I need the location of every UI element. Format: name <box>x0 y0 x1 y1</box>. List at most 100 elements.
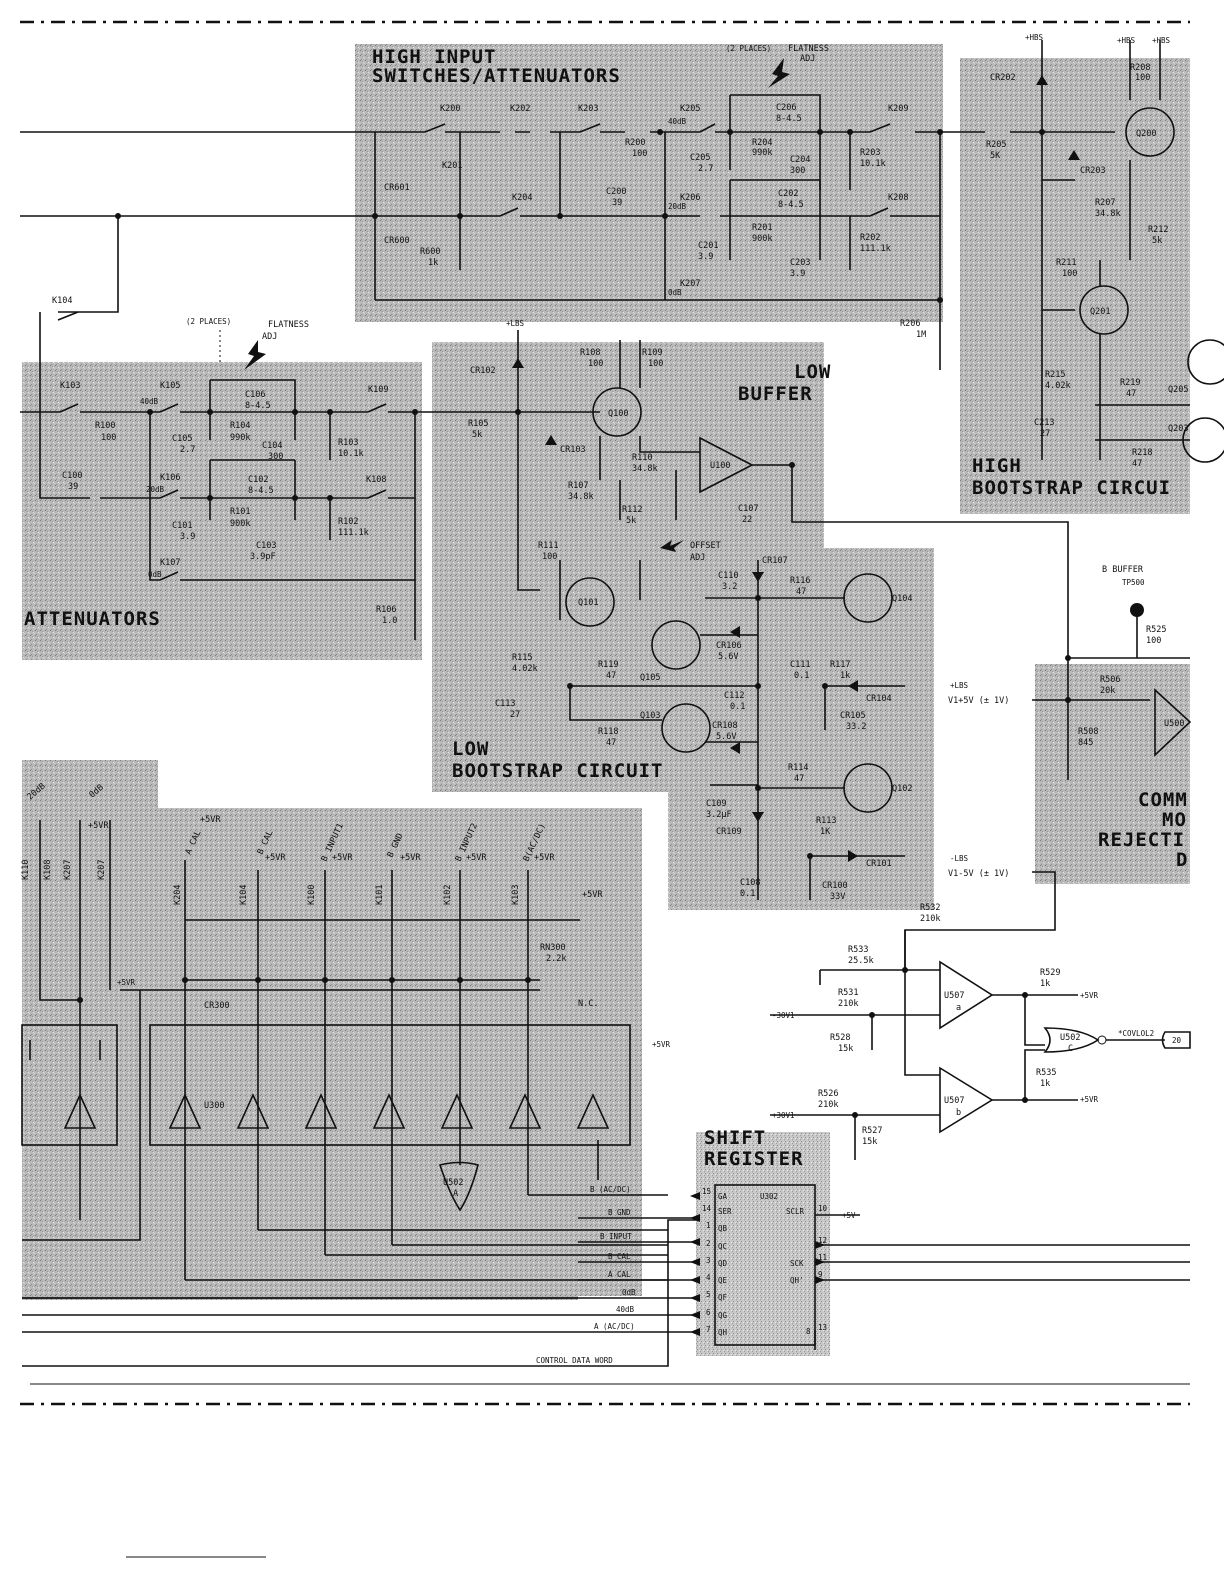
svg-text:U500: U500 <box>1164 719 1184 729</box>
svg-text:C102: C102 <box>248 475 268 485</box>
svg-text:900k: 900k <box>230 519 250 529</box>
svg-text:B CAL: B CAL <box>608 1252 631 1261</box>
svg-text:33V: 33V <box>830 892 845 902</box>
svg-text:K108: K108 <box>366 475 386 485</box>
supply-lbs-minus: -LBS <box>950 854 969 863</box>
note-flatness-low-places: (2 PLACES) <box>186 317 231 326</box>
note-flatness-top-adj: ADJ <box>800 54 815 64</box>
svg-text:3.2µF: 3.2µF <box>706 810 732 820</box>
svg-text:C113: C113 <box>495 699 515 709</box>
svg-text:1K: 1K <box>820 827 831 837</box>
svg-text:40dB: 40dB <box>140 397 159 406</box>
svg-text:R114: R114 <box>788 763 808 773</box>
flatness-low-arrow-icon <box>244 340 266 370</box>
svg-text:QH: QH <box>718 1328 728 1337</box>
svg-text:+5VR: +5VR <box>88 821 109 831</box>
svg-text:CR102: CR102 <box>470 366 496 376</box>
svg-text:R119: R119 <box>598 660 618 670</box>
svg-text:R525: R525 <box>1146 625 1166 635</box>
svg-text:QD: QD <box>718 1259 728 1268</box>
block-title-attenuators: ATTENUATORS <box>24 608 161 630</box>
svg-text:Q200: Q200 <box>1136 129 1156 139</box>
svg-text:900k: 900k <box>752 234 772 244</box>
svg-text:5K: 5K <box>990 151 1001 161</box>
svg-text:Q203: Q203 <box>1168 424 1188 434</box>
svg-text:R111: R111 <box>538 541 558 551</box>
svg-text:R533: R533 <box>848 945 868 955</box>
svg-text:B INPUT: B INPUT <box>600 1232 632 1241</box>
high-bootstrap-wiring <box>1036 40 1224 463</box>
svg-text:K202: K202 <box>510 104 530 114</box>
svg-text:Q100: Q100 <box>608 409 628 419</box>
supply-hbs-3: +HBS <box>1152 36 1171 45</box>
supply-hbs: +HBS <box>1025 33 1044 42</box>
comparator-wiring <box>770 930 1191 1160</box>
block-title-common-mode-2: MO <box>1162 809 1187 831</box>
svg-text:C201: C201 <box>698 241 718 251</box>
svg-text:K207: K207 <box>680 279 700 289</box>
svg-text:22: 22 <box>742 515 752 525</box>
svg-text:10.1k: 10.1k <box>338 449 364 459</box>
svg-text:0dB: 0dB <box>668 288 682 297</box>
svg-text:C: C <box>1068 1044 1073 1054</box>
svg-text:+5VR: +5VR <box>400 853 421 863</box>
svg-text:Q101: Q101 <box>578 598 598 608</box>
svg-text:SCK: SCK <box>790 1259 804 1268</box>
svg-text:K105: K105 <box>160 381 180 391</box>
svg-text:C109: C109 <box>706 799 726 809</box>
flatness-arrow-icon <box>768 58 790 88</box>
svg-text:4.02k: 4.02k <box>1045 381 1071 391</box>
k104-label: K104 <box>52 296 72 306</box>
svg-text:R113: R113 <box>816 816 836 826</box>
svg-text:34.8k: 34.8k <box>632 464 658 474</box>
net-covlol2: *COVLOL2 <box>1118 1029 1154 1038</box>
svg-text:990k: 990k <box>752 148 772 158</box>
low-buffer-components: R105 5k R108 100 R109 100 R110 34.8k R10… <box>468 348 758 608</box>
svg-text:8-4.5: 8-4.5 <box>248 486 274 496</box>
svg-text:C101: C101 <box>172 521 192 531</box>
svg-text:47: 47 <box>794 774 804 784</box>
svg-text:R110: R110 <box>632 453 652 463</box>
svg-text:+5VR: +5VR <box>332 853 353 863</box>
supply-v1-minus: V1-5V (± 1V) <box>948 869 1009 879</box>
db-markers: 40dB 20dB 0dB 40dB 20dB 0dB <box>140 117 687 579</box>
note-flatness-low-adj: ADJ <box>262 332 277 342</box>
svg-text:R508: R508 <box>1078 727 1098 737</box>
supply-v1-plus: V1+5V (± 1V) <box>948 696 1009 706</box>
svg-text:CR106: CR106 <box>716 641 742 651</box>
svg-text:25.5k: 25.5k <box>848 956 874 966</box>
svg-text:14: 14 <box>702 1204 712 1213</box>
svg-text:K109: K109 <box>368 385 388 395</box>
svg-text:15: 15 <box>702 1187 711 1196</box>
svg-text:210k: 210k <box>920 914 940 924</box>
supply-minus-30v1: -30V1 <box>772 1011 795 1020</box>
supply-5vr-r535: +5VR <box>1080 1095 1099 1104</box>
svg-text:11: 11 <box>818 1253 827 1262</box>
svg-text:10: 10 <box>818 1204 828 1213</box>
svg-text:300: 300 <box>268 452 283 462</box>
svg-text:R203: R203 <box>860 148 880 158</box>
svg-text:39: 39 <box>612 198 622 208</box>
svg-text:K110: K110 <box>21 860 31 880</box>
svg-text:K204: K204 <box>512 193 532 203</box>
svg-text:CR601: CR601 <box>384 183 410 193</box>
svg-text:QH': QH' <box>790 1276 804 1285</box>
svg-text:QE: QE <box>718 1276 728 1285</box>
svg-text:R208: R208 <box>1130 63 1150 73</box>
svg-text:C202: C202 <box>778 189 798 199</box>
svg-text:R106: R106 <box>376 605 396 615</box>
svg-text:C213: C213 <box>1034 418 1054 428</box>
svg-text:100: 100 <box>101 433 116 443</box>
svg-text:U502: U502 <box>443 1178 463 1188</box>
svg-text:SER: SER <box>718 1207 732 1216</box>
svg-text:C104: C104 <box>262 441 282 451</box>
svg-text:2.2k: 2.2k <box>546 954 566 964</box>
svg-text:C106: C106 <box>245 390 265 400</box>
svg-text:2.7: 2.7 <box>698 164 713 174</box>
svg-text:GA: GA <box>718 1192 728 1201</box>
shift-register-wiring <box>22 1184 1190 1367</box>
supply-5vr-u300: +5VR <box>652 1040 671 1049</box>
svg-text:CR108: CR108 <box>712 721 738 731</box>
svg-text:47: 47 <box>796 587 806 597</box>
svg-text:U507: U507 <box>944 1096 964 1106</box>
